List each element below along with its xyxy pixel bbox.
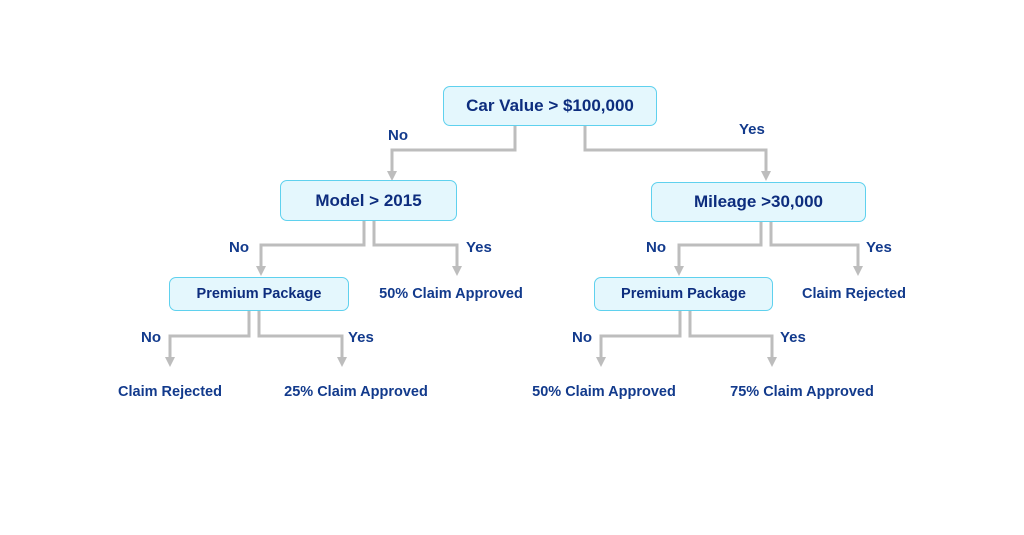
edge-mileage-yes bbox=[769, 222, 863, 276]
leaf-premium-left-no: Claim Rejected bbox=[118, 384, 222, 400]
leaf-mileage-yes: Claim Rejected bbox=[802, 286, 906, 302]
node-premium-package-left: Premium Package bbox=[169, 277, 349, 311]
edge-label-mileage-no: No bbox=[646, 239, 666, 256]
edge-label-mileage-yes: Yes bbox=[866, 239, 892, 256]
edge-model-yes bbox=[372, 221, 462, 276]
leaf-premium-right-no: 50% Claim Approved bbox=[532, 384, 676, 400]
node-mileage: Mileage >30,000 bbox=[651, 182, 866, 222]
edge-model-no bbox=[256, 221, 366, 276]
node-label: Premium Package bbox=[621, 286, 746, 302]
edge-label-root-yes: Yes bbox=[739, 121, 765, 138]
edge-premium-left-yes bbox=[257, 311, 347, 367]
node-label: Model > 2015 bbox=[315, 190, 422, 210]
edge-label-premium-right-yes: Yes bbox=[780, 329, 806, 346]
edge-premium-right-no bbox=[596, 311, 682, 367]
leaf-premium-right-yes: 75% Claim Approved bbox=[730, 384, 874, 400]
node-label: Car Value > $100,000 bbox=[466, 96, 634, 115]
edge-label-root-no: No bbox=[388, 127, 408, 144]
edge-label-premium-left-yes: Yes bbox=[348, 329, 374, 346]
leaf-model-yes: 50% Claim Approved bbox=[379, 286, 523, 302]
node-label: Mileage >30,000 bbox=[693, 192, 823, 211]
edge-label-model-no: No bbox=[229, 239, 249, 256]
edge-mileage-no bbox=[674, 222, 763, 276]
node-label: Premium Package bbox=[196, 286, 322, 302]
node-premium-package-right: Premium Package bbox=[594, 277, 773, 311]
edge-label-premium-left-no: No bbox=[141, 329, 161, 346]
edge-label-model-yes: Yes bbox=[466, 239, 492, 256]
leaf-premium-left-yes: 25% Claim Approved bbox=[284, 384, 428, 400]
node-model-year: Model > 2015 bbox=[280, 180, 457, 221]
node-car-value: Car Value > $100,000 bbox=[443, 86, 657, 126]
edge-root-no bbox=[387, 126, 517, 181]
edge-label-premium-right-no: No bbox=[572, 329, 592, 346]
edge-premium-left-no bbox=[165, 311, 251, 367]
edge-root-yes bbox=[583, 126, 771, 181]
edge-premium-right-yes bbox=[688, 311, 777, 367]
